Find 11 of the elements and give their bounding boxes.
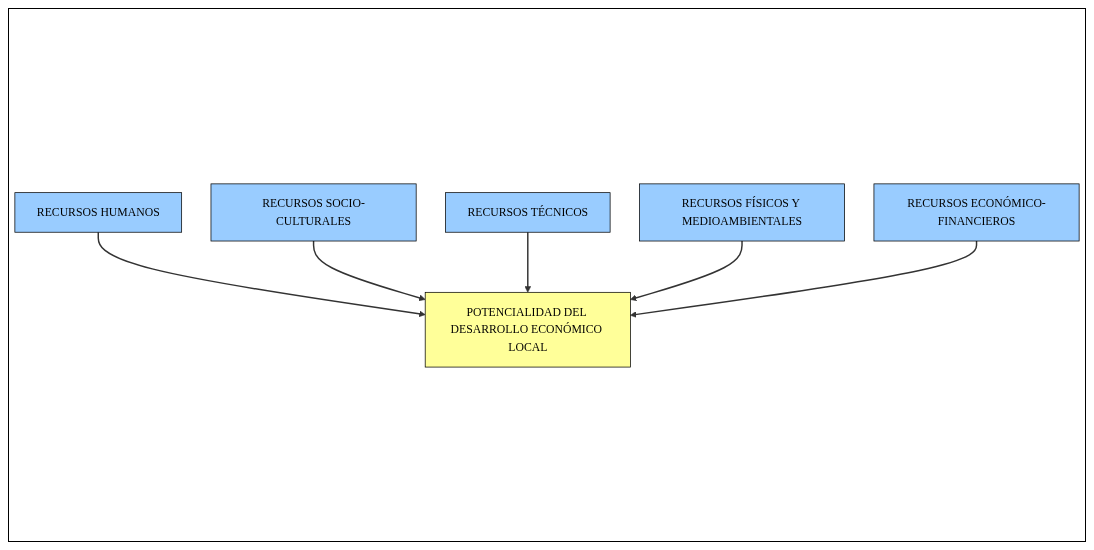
arrow <box>630 239 743 301</box>
arrow <box>312 239 426 301</box>
node-box: RECURSOS TÉCNICOS <box>445 191 611 233</box>
node-box: RECURSOS ECONÓMICO-FINANCIEROS <box>873 183 1080 241</box>
node-box: RECURSOS HUMANOS <box>14 191 183 233</box>
arrow <box>97 231 426 317</box>
node-box: POTENCIALIDAD DEL DESARROLLO ECONÓMICO LOCAL <box>424 291 631 367</box>
arrow <box>524 231 531 293</box>
node-box: RECURSOS SOCIO-CULTURALES <box>210 183 417 241</box>
node-box: RECURSOS FÍSICOS Y MEDIOAMBIENTALES <box>639 183 845 241</box>
arrow <box>630 239 978 318</box>
